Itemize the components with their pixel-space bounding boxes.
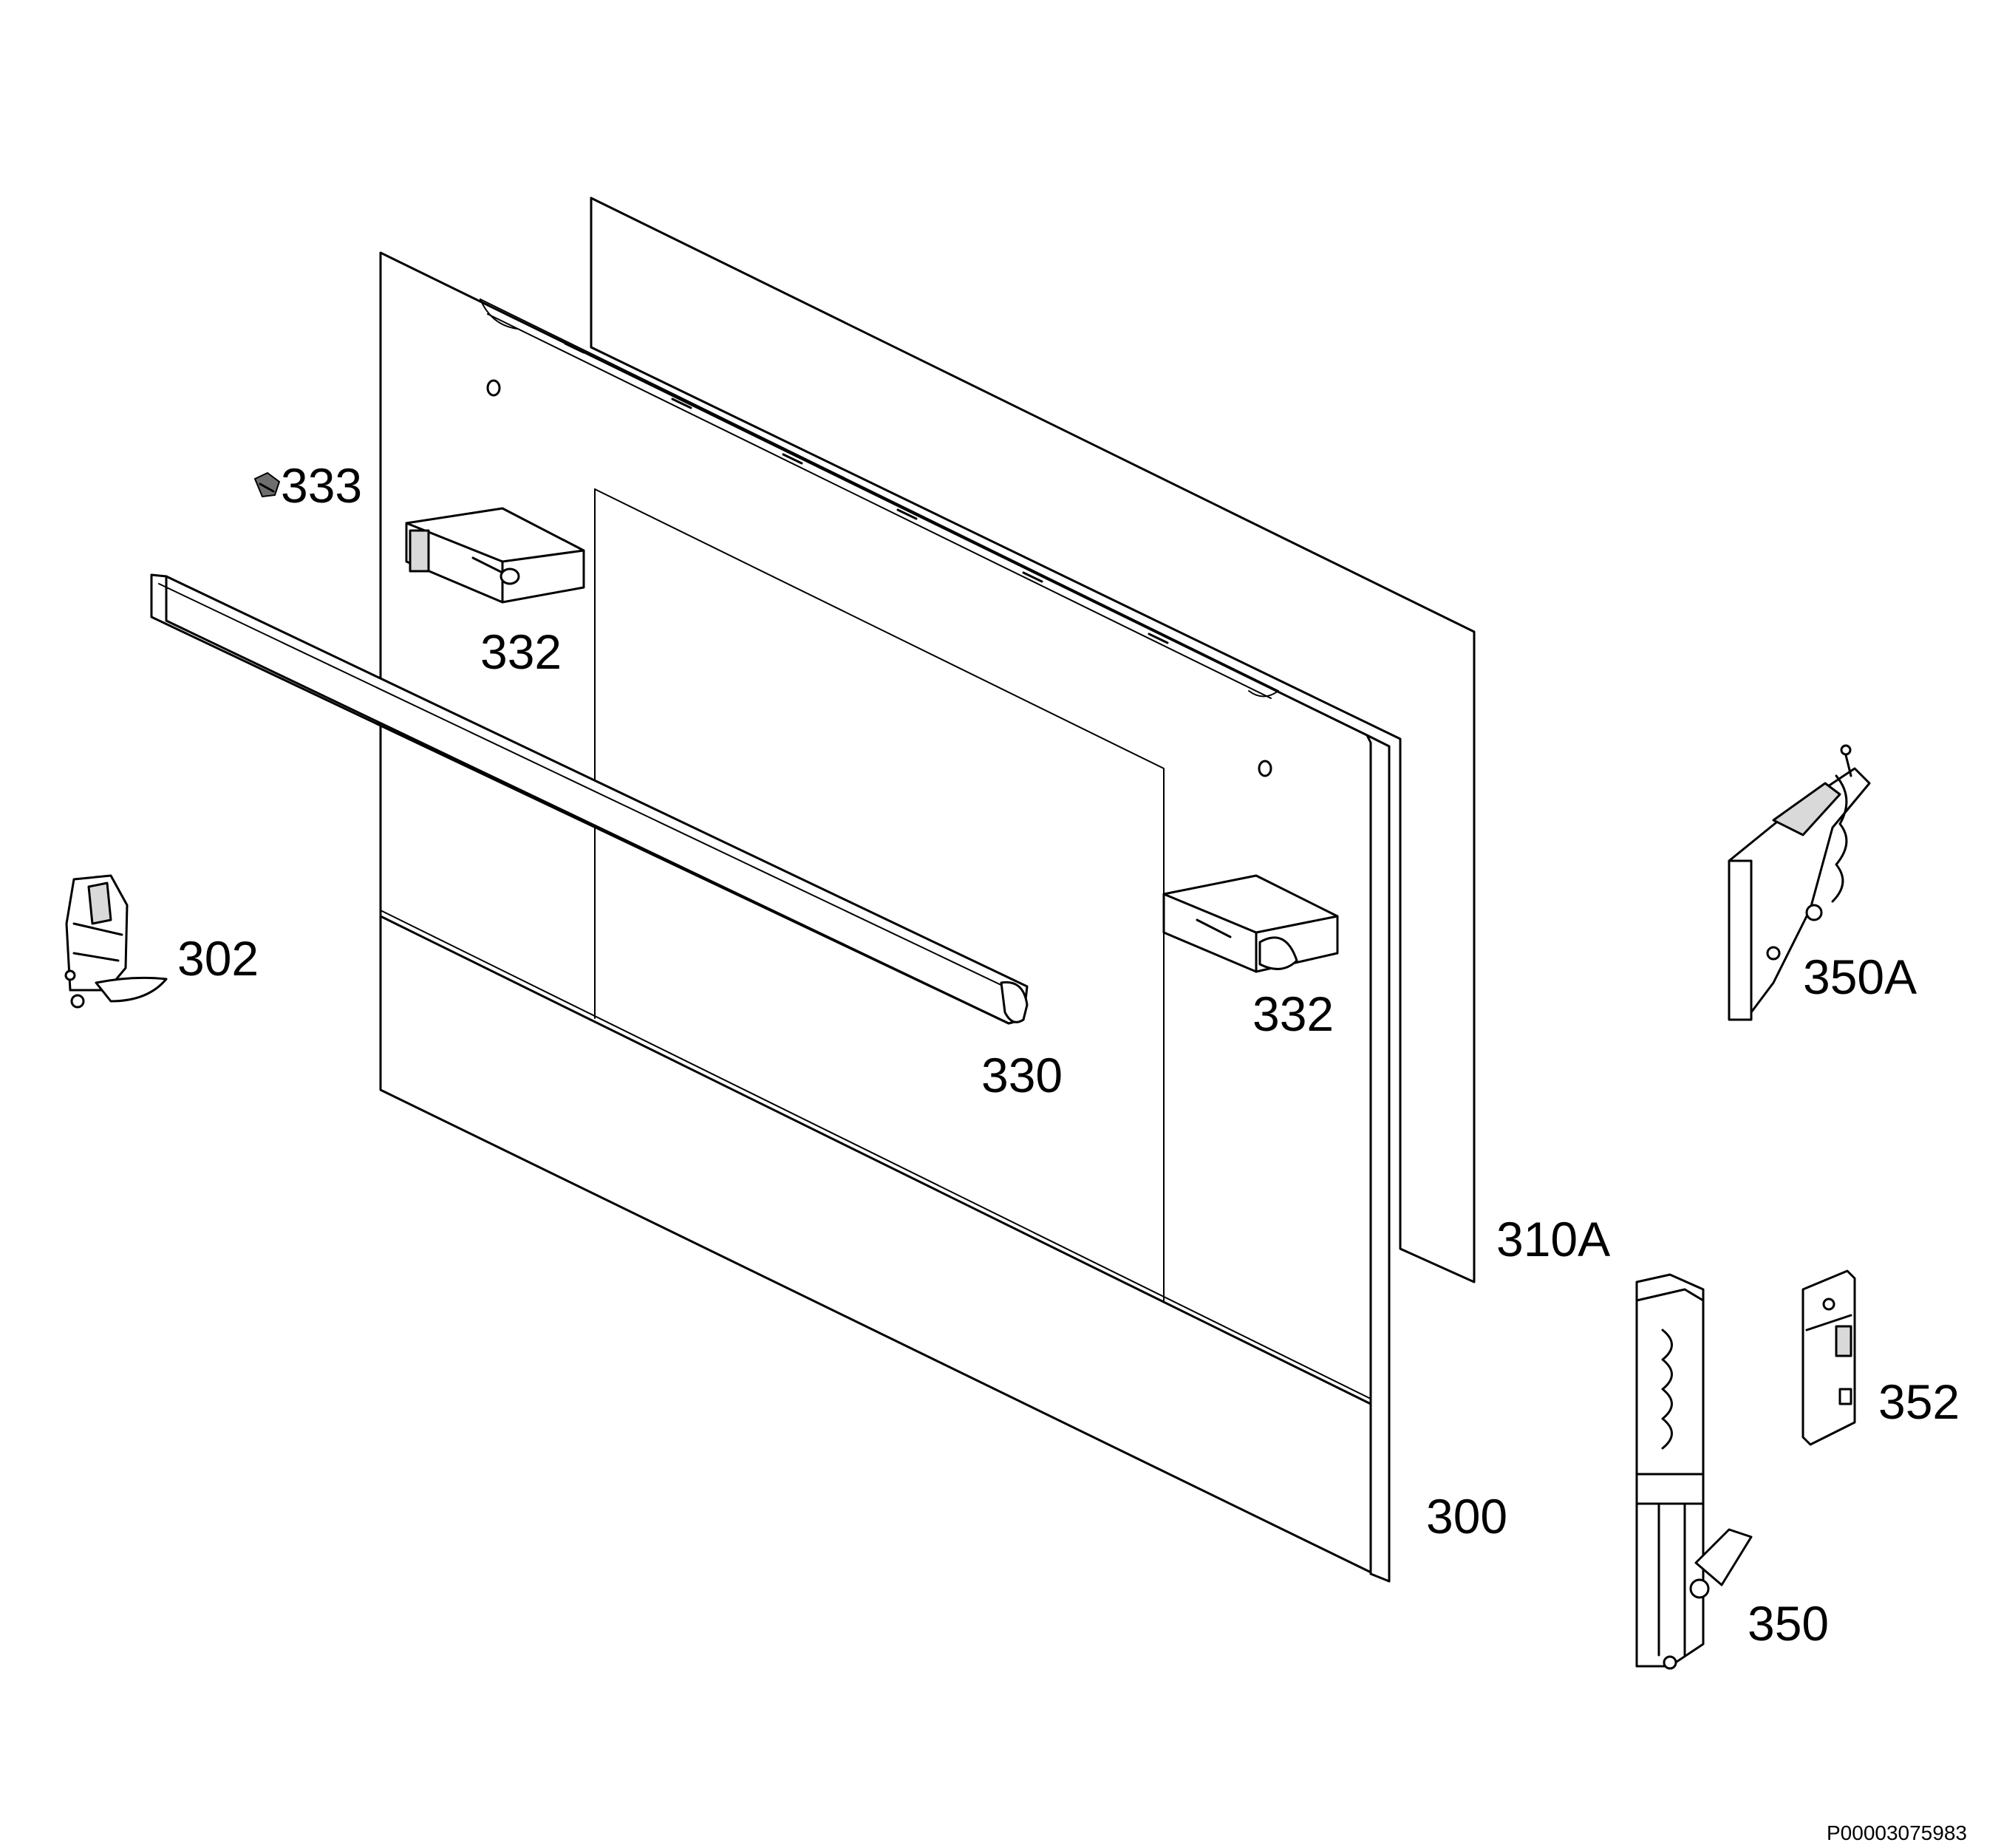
label-330: 330 <box>981 1048 1063 1102</box>
label-352: 352 <box>1878 1374 1960 1429</box>
door-catch <box>64 874 168 1009</box>
screw <box>253 471 281 498</box>
vent-slots <box>564 342 1169 644</box>
hinge-upper <box>1728 744 1871 1021</box>
screw-hole <box>1258 760 1272 777</box>
handle-bracket-left <box>405 507 585 604</box>
label-350: 350 <box>1748 1596 1829 1651</box>
label-310A: 310A <box>1496 1212 1610 1266</box>
door-handle <box>150 573 1029 1025</box>
label-332-right: 332 <box>1252 986 1334 1041</box>
hinge-lower <box>1635 1273 1753 1670</box>
label-333: 333 <box>281 458 362 513</box>
screw-hole <box>486 379 501 397</box>
handle-bracket-right <box>1162 874 1339 973</box>
label-302: 302 <box>177 931 259 986</box>
outer-door-panel <box>379 251 1391 1583</box>
label-300: 300 <box>1426 1489 1507 1544</box>
label-332-left: 332 <box>480 624 562 679</box>
label-350A: 350A <box>1803 949 1917 1004</box>
reference-code: P00003075983 <box>1827 1821 1967 1844</box>
inner-glass-panel <box>590 197 1476 1283</box>
hinge-receiver <box>1801 1269 1856 1446</box>
